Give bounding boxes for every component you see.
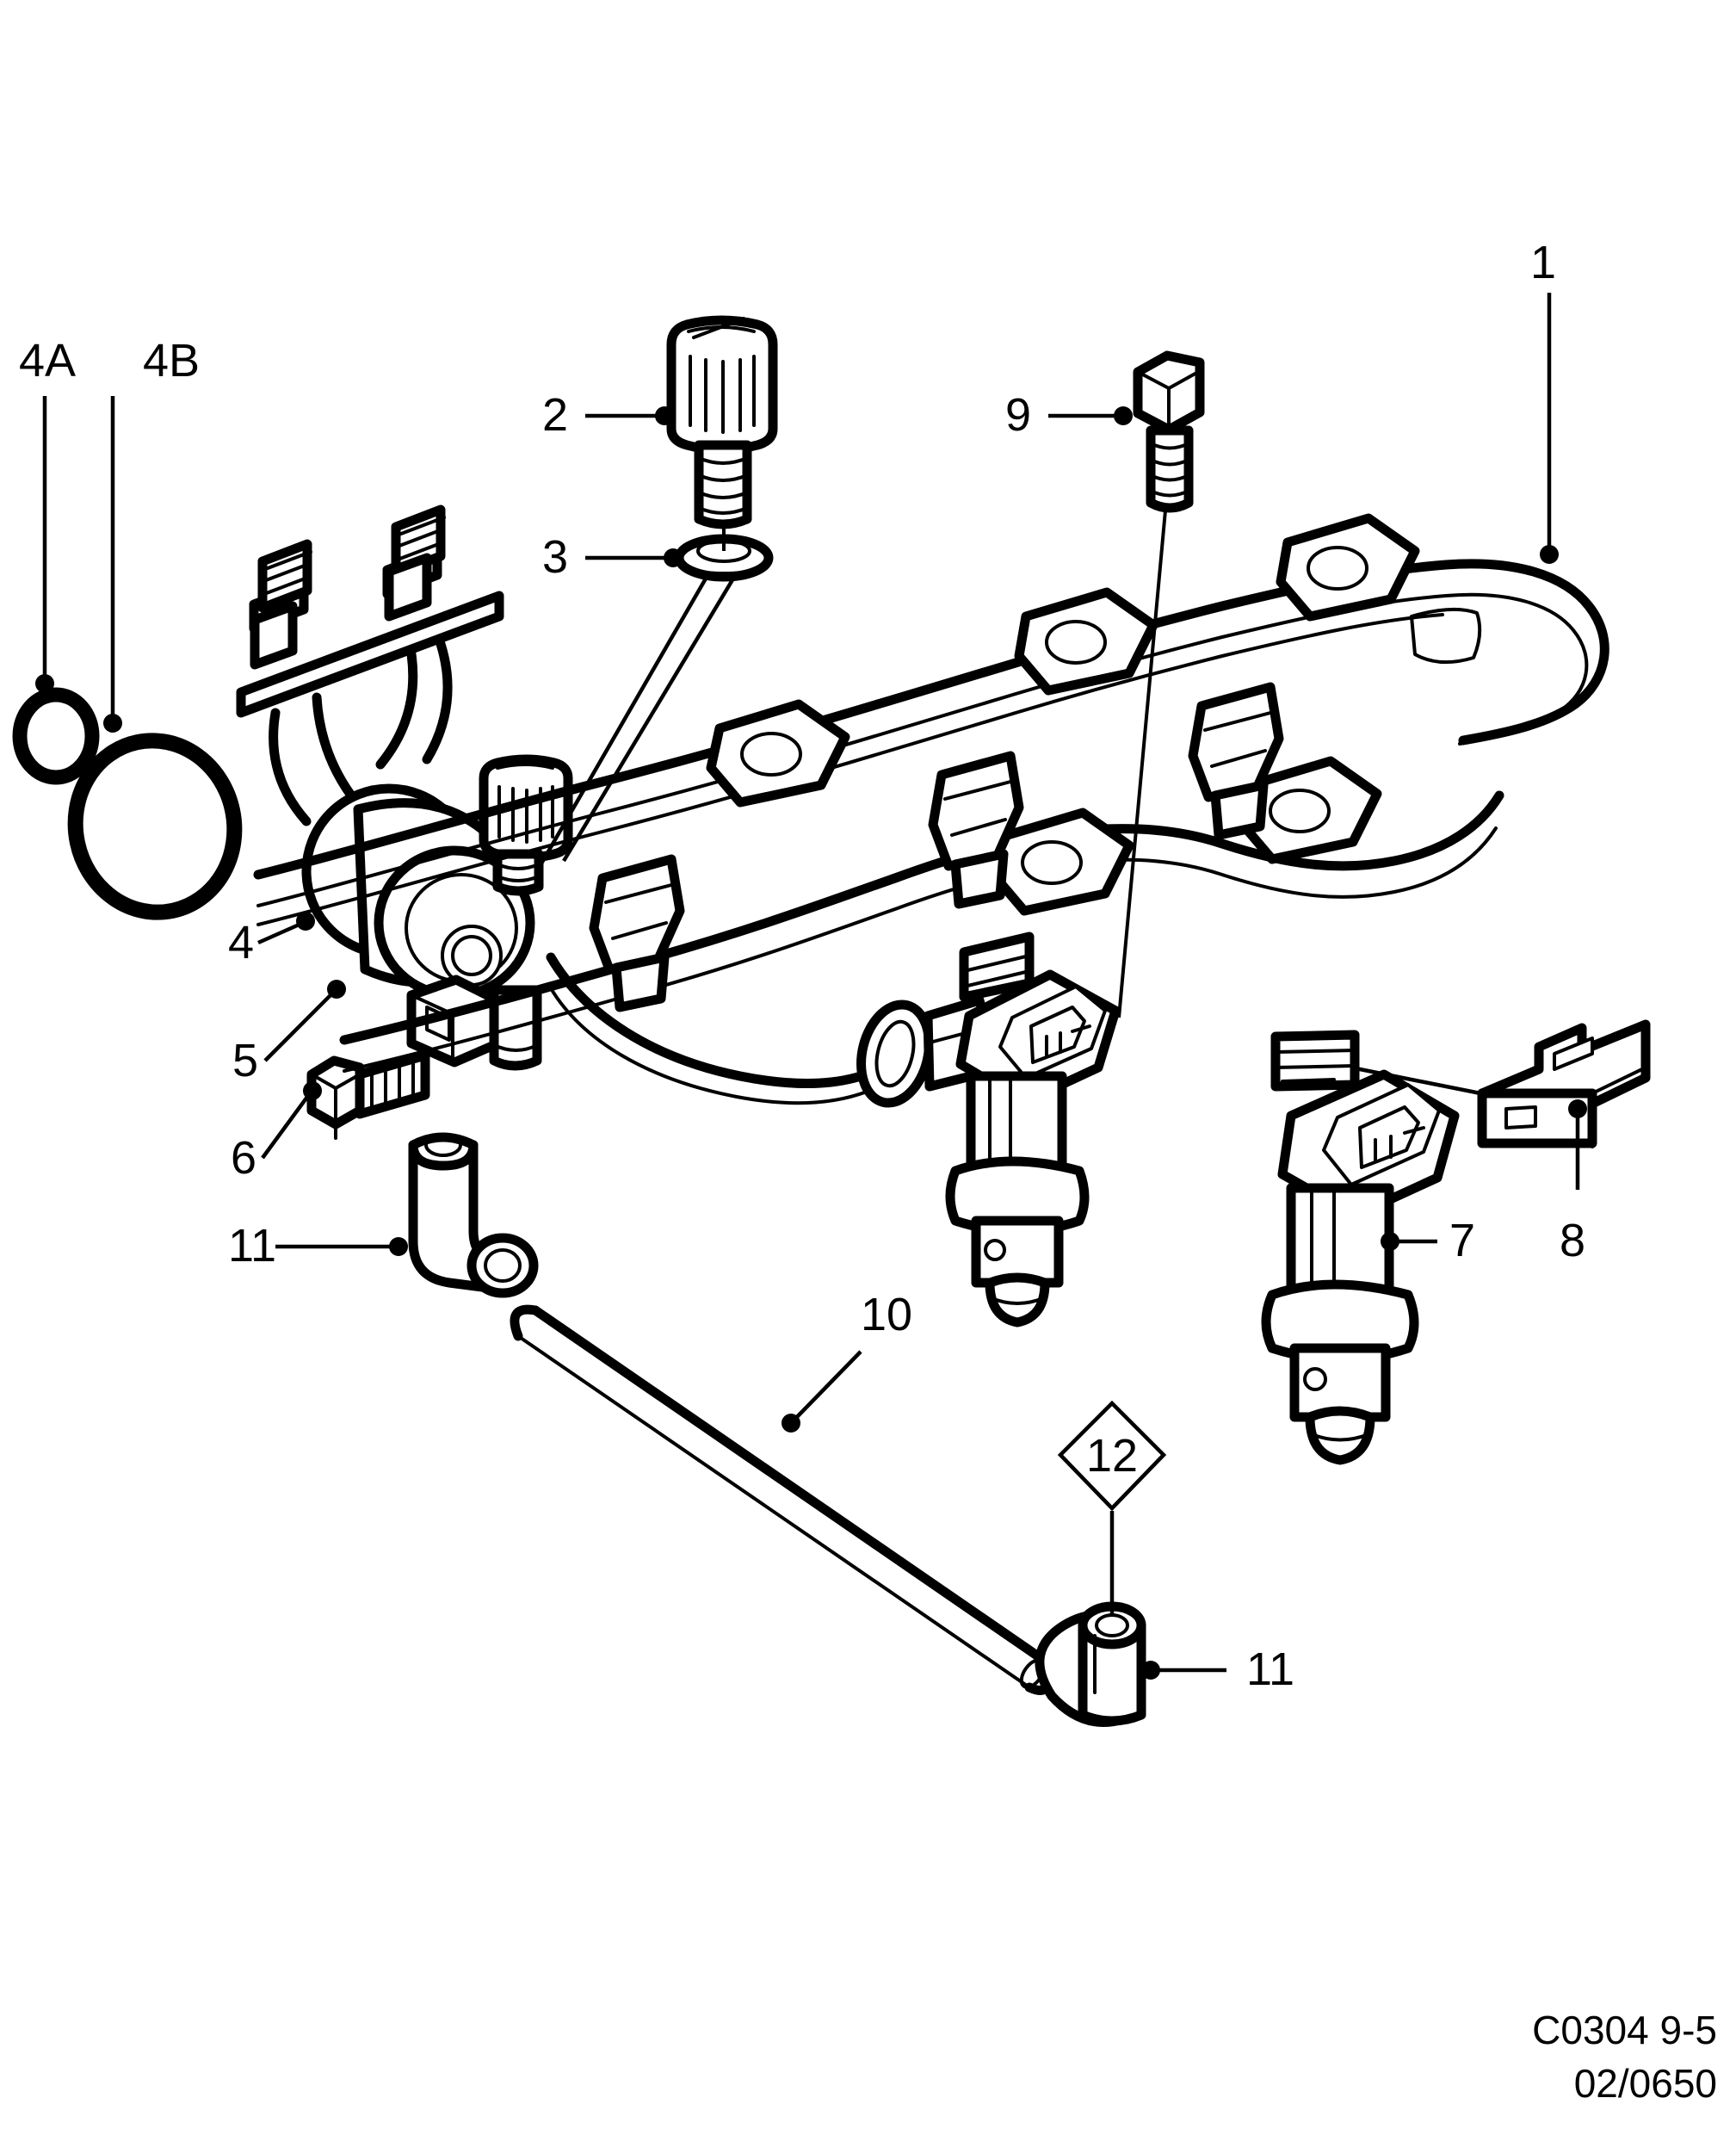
leader-8b — [1350, 1065, 1481, 1096]
callout-4: 4 — [228, 917, 255, 969]
fuel-injector-center-shape — [945, 931, 1121, 1328]
leader-dot-11-lower — [1141, 1661, 1160, 1680]
elbow-connector-lower-shape — [1035, 1601, 1146, 1727]
assembly-line-a — [536, 577, 707, 871]
callout-5: 5 — [232, 1035, 259, 1086]
callout-4A: 4A — [19, 335, 77, 387]
callout-2: 2 — [542, 389, 569, 441]
footer-line-1: C0304 9-5 — [1532, 2008, 1717, 2052]
callout-1: 1 — [1530, 237, 1557, 288]
leader-4 — [257, 920, 304, 945]
leader-dot-8 — [1568, 1099, 1587, 1118]
leader-dot-3 — [664, 548, 683, 567]
leader-dot-11-upper — [389, 1237, 408, 1256]
leader-dot-2 — [655, 406, 674, 425]
diamond-12-outline — [1057, 1400, 1167, 1512]
leader-dot-4A — [35, 674, 54, 693]
hex-head-bolt-part — [1133, 350, 1205, 513]
callout-4B: 4B — [143, 335, 201, 387]
callout-12: 12 — [1085, 1430, 1139, 1482]
callout-7: 7 — [1449, 1215, 1476, 1266]
fuel-injector-part — [1261, 1030, 1460, 1465]
leader-10 — [792, 1350, 862, 1422]
fuel-pipe-rod-shape — [510, 1304, 1053, 1695]
rail-injector-socket — [589, 854, 685, 1012]
o-ring-large-shape — [67, 733, 243, 920]
callout-11-lower: 11 — [1246, 1643, 1295, 1695]
callout-8: 8 — [1560, 1215, 1586, 1266]
leader-dot-10 — [782, 1414, 800, 1433]
elbow-connector-upper-shape — [408, 1132, 539, 1298]
leader-6 — [261, 1092, 312, 1160]
callout-11-upper: 11 — [228, 1220, 277, 1272]
fuel-pressure-regulator-shape — [236, 504, 573, 1071]
footer-line-2: 02/0650 — [1573, 2061, 1717, 2106]
assembly-line-b — [562, 577, 735, 863]
knurled-cap-screw-part — [666, 315, 778, 529]
leader-dot-4B — [103, 714, 122, 733]
rail-injector-socket — [1188, 682, 1284, 840]
leader-5 — [263, 990, 336, 1062]
callout-6: 6 — [231, 1132, 257, 1184]
assembly-axis-9 — [1117, 510, 1167, 1018]
leader-dot-5 — [327, 980, 346, 999]
callout-3: 3 — [542, 531, 569, 583]
hex-bolt-small-shape — [306, 1050, 430, 1140]
leader-dot-1 — [1540, 545, 1559, 564]
leader-dot-9 — [1114, 406, 1133, 425]
leader-dot-4 — [296, 912, 315, 931]
o-ring-small-shape — [12, 687, 100, 785]
rail-injector-socket — [928, 751, 1024, 909]
leader-dot-7 — [1381, 1232, 1399, 1251]
injector-retaining-clip-shape — [1477, 1019, 1651, 1148]
callout-10: 10 — [861, 1289, 913, 1340]
callout-9: 9 — [1005, 389, 1032, 441]
leader-dot-6 — [303, 1081, 322, 1100]
